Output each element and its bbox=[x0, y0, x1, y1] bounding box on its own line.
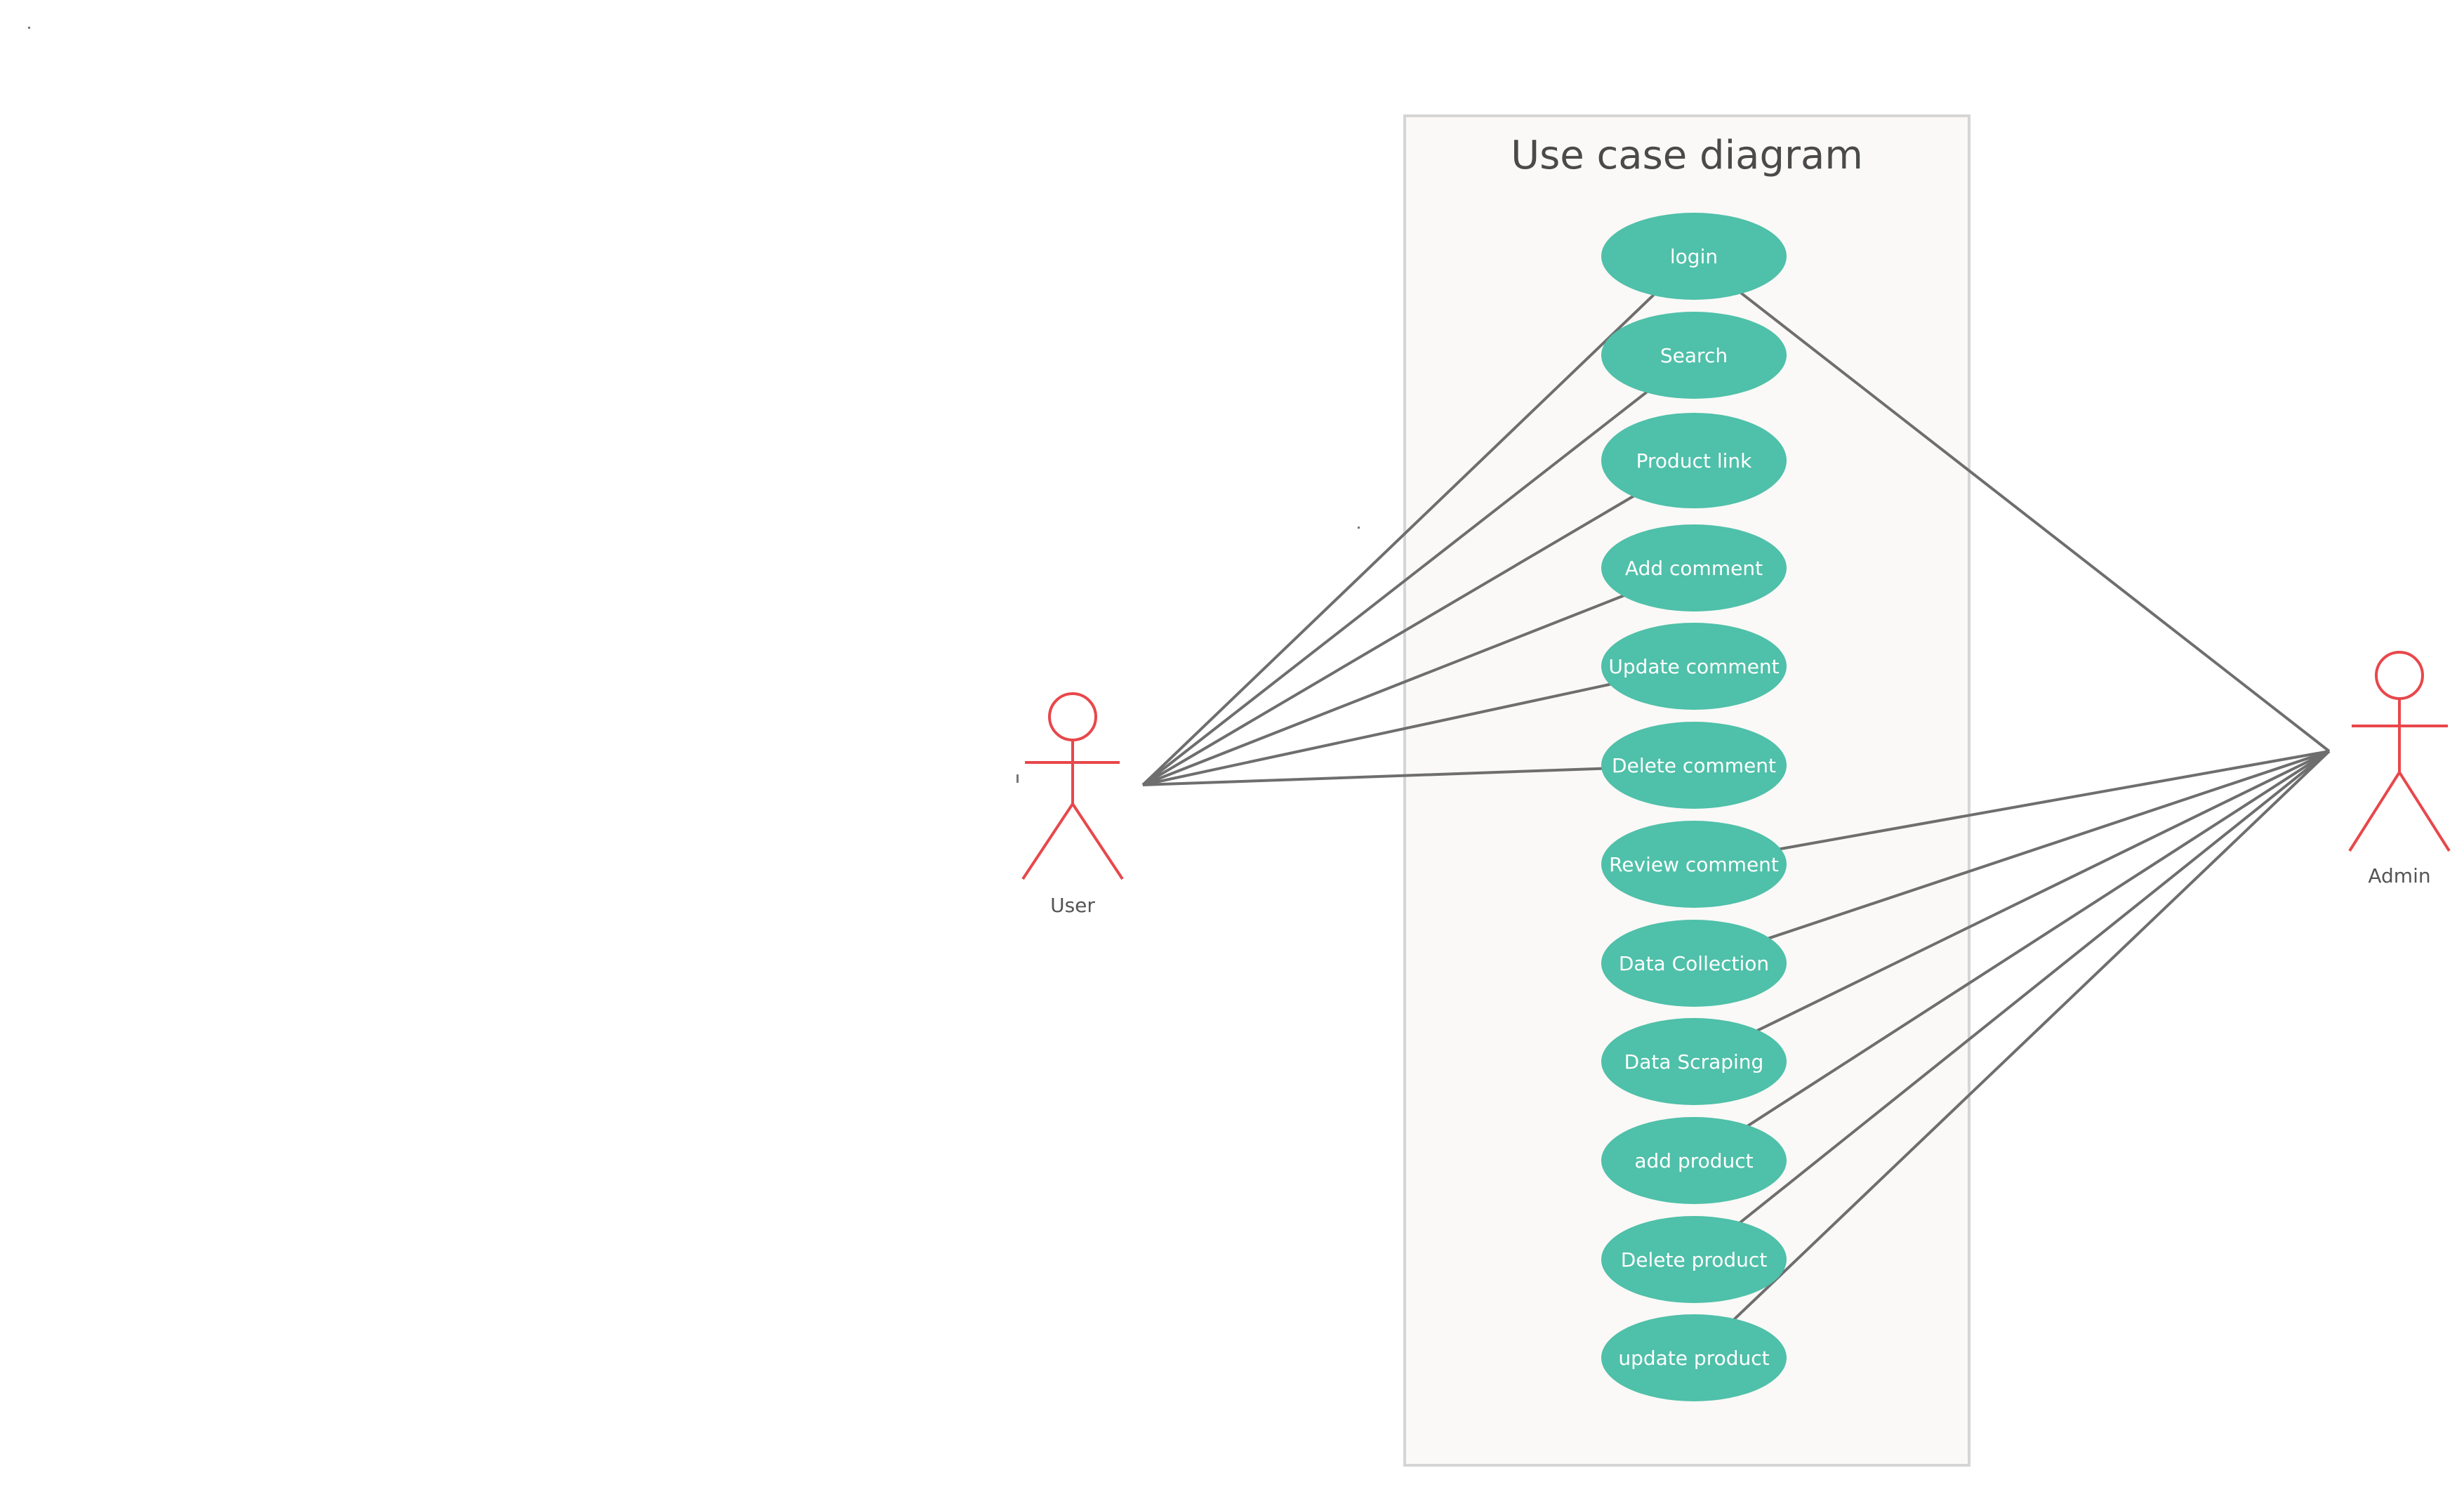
use-case-ellipse bbox=[1601, 1314, 1787, 1401]
association-user-update-comment bbox=[1142, 682, 1612, 786]
use-case-ellipse bbox=[1601, 312, 1787, 399]
use-case-label: Review comment bbox=[1609, 853, 1779, 876]
use-case-delete-comment[interactable]: Delete comment bbox=[1601, 722, 1787, 809]
use-case-ellipse bbox=[1601, 524, 1787, 612]
use-case-update-comment[interactable]: Update comment bbox=[1601, 623, 1787, 710]
association-user-login bbox=[1141, 293, 1655, 786]
association-admin-login bbox=[1740, 291, 2331, 753]
use-case-ellipse bbox=[1601, 722, 1787, 809]
stray-dot bbox=[1358, 527, 1360, 529]
stray-mark bbox=[1016, 774, 1019, 783]
use-case-label: Add comment bbox=[1625, 557, 1763, 580]
association-admin-data-scraping bbox=[1756, 750, 2330, 1033]
use-case-search[interactable]: Search bbox=[1601, 312, 1787, 399]
association-user-product-link bbox=[1141, 492, 1638, 786]
association-admin-data-collection bbox=[1767, 750, 2330, 940]
association-admin-delete-product bbox=[1739, 750, 2331, 1224]
association-user-add-comment bbox=[1142, 594, 1625, 786]
use-case-ellipse bbox=[1601, 213, 1787, 300]
admin-stick-figure-icon bbox=[2348, 651, 2451, 852]
actor-user[interactable]: User bbox=[1021, 692, 1124, 917]
diagram-title: Use case diagram bbox=[1511, 133, 1863, 178]
use-case-ellipse bbox=[1601, 920, 1787, 1007]
use-case-label: update product bbox=[1618, 1347, 1769, 1370]
actor-user-label: User bbox=[1050, 894, 1095, 917]
use-case-ellipse bbox=[1601, 413, 1787, 508]
use-case-label: add product bbox=[1634, 1149, 1753, 1172]
association-admin-update-product bbox=[1733, 750, 2331, 1321]
use-case-data-scraping[interactable]: Data Scraping bbox=[1601, 1018, 1787, 1105]
association-admin-review-comment bbox=[1778, 750, 2330, 851]
use-case-label: Data Scraping bbox=[1624, 1050, 1764, 1073]
association-user-search bbox=[1141, 390, 1648, 786]
use-case-ellipse bbox=[1601, 821, 1787, 908]
use-case-label: Delete product bbox=[1621, 1248, 1768, 1271]
use-case-product-link[interactable]: Product link bbox=[1601, 413, 1787, 508]
use-case-label: Data Collection bbox=[1619, 952, 1769, 975]
use-case-label: Product link bbox=[1636, 449, 1753, 472]
use-case-ellipse bbox=[1601, 623, 1787, 710]
use-case-data-collection[interactable]: Data Collection bbox=[1601, 920, 1787, 1007]
actor-admin-label: Admin bbox=[2368, 864, 2430, 887]
use-case-delete-product[interactable]: Delete product bbox=[1601, 1216, 1787, 1303]
use-case-label: Delete comment bbox=[1612, 754, 1776, 777]
use-case-add-comment[interactable]: Add comment bbox=[1601, 524, 1787, 612]
use-case-ellipse bbox=[1601, 1018, 1787, 1105]
user-stick-figure-icon bbox=[1021, 692, 1124, 880]
use-case-label: login bbox=[1670, 245, 1718, 268]
association-admin-add-product bbox=[1747, 750, 2331, 1128]
use-case-review-comment[interactable]: Review comment bbox=[1601, 821, 1787, 908]
use-case-ellipse bbox=[1601, 1117, 1787, 1204]
use-case-update-product[interactable]: update product bbox=[1601, 1314, 1787, 1401]
use-case-ellipse bbox=[1601, 1216, 1787, 1303]
use-case-add-product[interactable]: add product bbox=[1601, 1117, 1787, 1204]
use-case-label: Search bbox=[1660, 344, 1728, 367]
association-user-delete-comment bbox=[1142, 767, 1604, 786]
actor-admin[interactable]: Admin bbox=[2348, 651, 2451, 887]
association-lines bbox=[1141, 291, 2331, 1321]
use-case-label: Update comment bbox=[1608, 655, 1779, 678]
use-case-login[interactable]: login bbox=[1601, 213, 1787, 300]
stray-dot bbox=[28, 27, 30, 29]
